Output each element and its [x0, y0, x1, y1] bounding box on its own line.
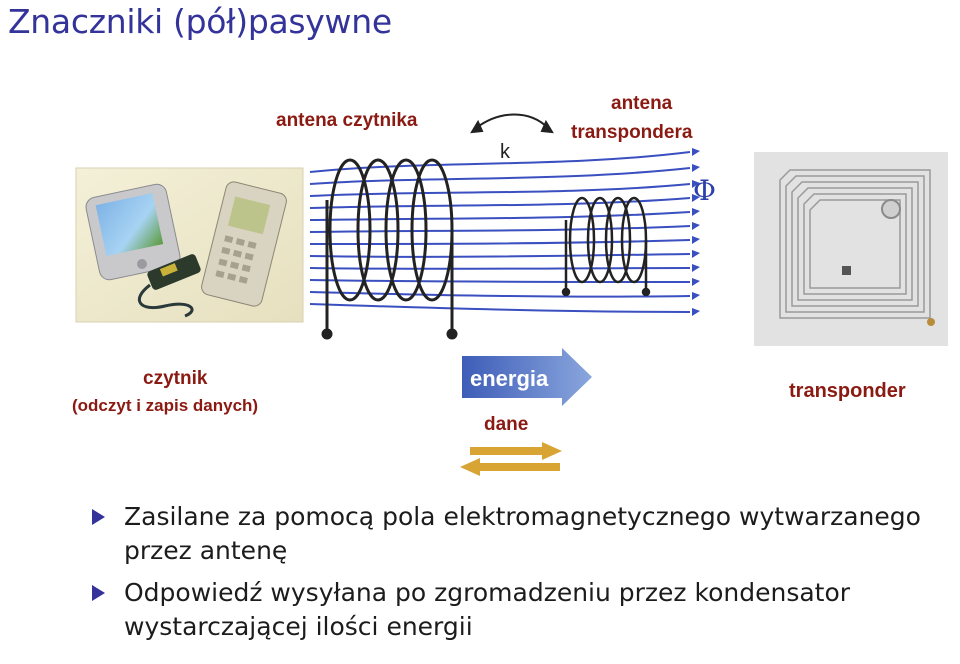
flux-label: Φ	[693, 174, 716, 207]
transponder-label: transponder	[789, 380, 906, 403]
bullet-text: Zasilane za pomocą pola elektromagnetycz…	[124, 502, 921, 565]
transponder-antenna-label-line2: transpondera	[571, 122, 692, 144]
coupling-label: k	[500, 141, 511, 163]
reader-sublabel: (odczyt i zapis danych)	[72, 396, 258, 416]
bullet-item: Zasilane za pomocą pola elektromagnetycz…	[92, 500, 952, 568]
bullet-text: Odpowiedź wysyłana po zgromadzeniu przez…	[124, 578, 850, 641]
data-arrows	[460, 442, 562, 476]
coupling-arc	[472, 115, 552, 133]
energy-label: energia	[470, 366, 549, 391]
reader-label: czytnik	[143, 368, 207, 390]
reader-antenna-coil	[323, 160, 456, 338]
reader-devices-image	[76, 168, 303, 322]
transponder-antenna-label-line1: antena	[611, 93, 672, 115]
bullet-list: Zasilane za pomocą pola elektromagnetycz…	[92, 500, 952, 652]
bullet-item: Odpowiedź wysyłana po zgromadzeniu przez…	[92, 576, 952, 644]
bullet-triangle-icon	[92, 509, 105, 525]
transponder-tag-image	[754, 152, 948, 346]
transponder-antenna-coil	[563, 198, 649, 295]
reader-antenna-label: antena czytnika	[276, 110, 418, 132]
data-label: dane	[484, 414, 528, 436]
bullet-triangle-icon	[92, 585, 105, 601]
